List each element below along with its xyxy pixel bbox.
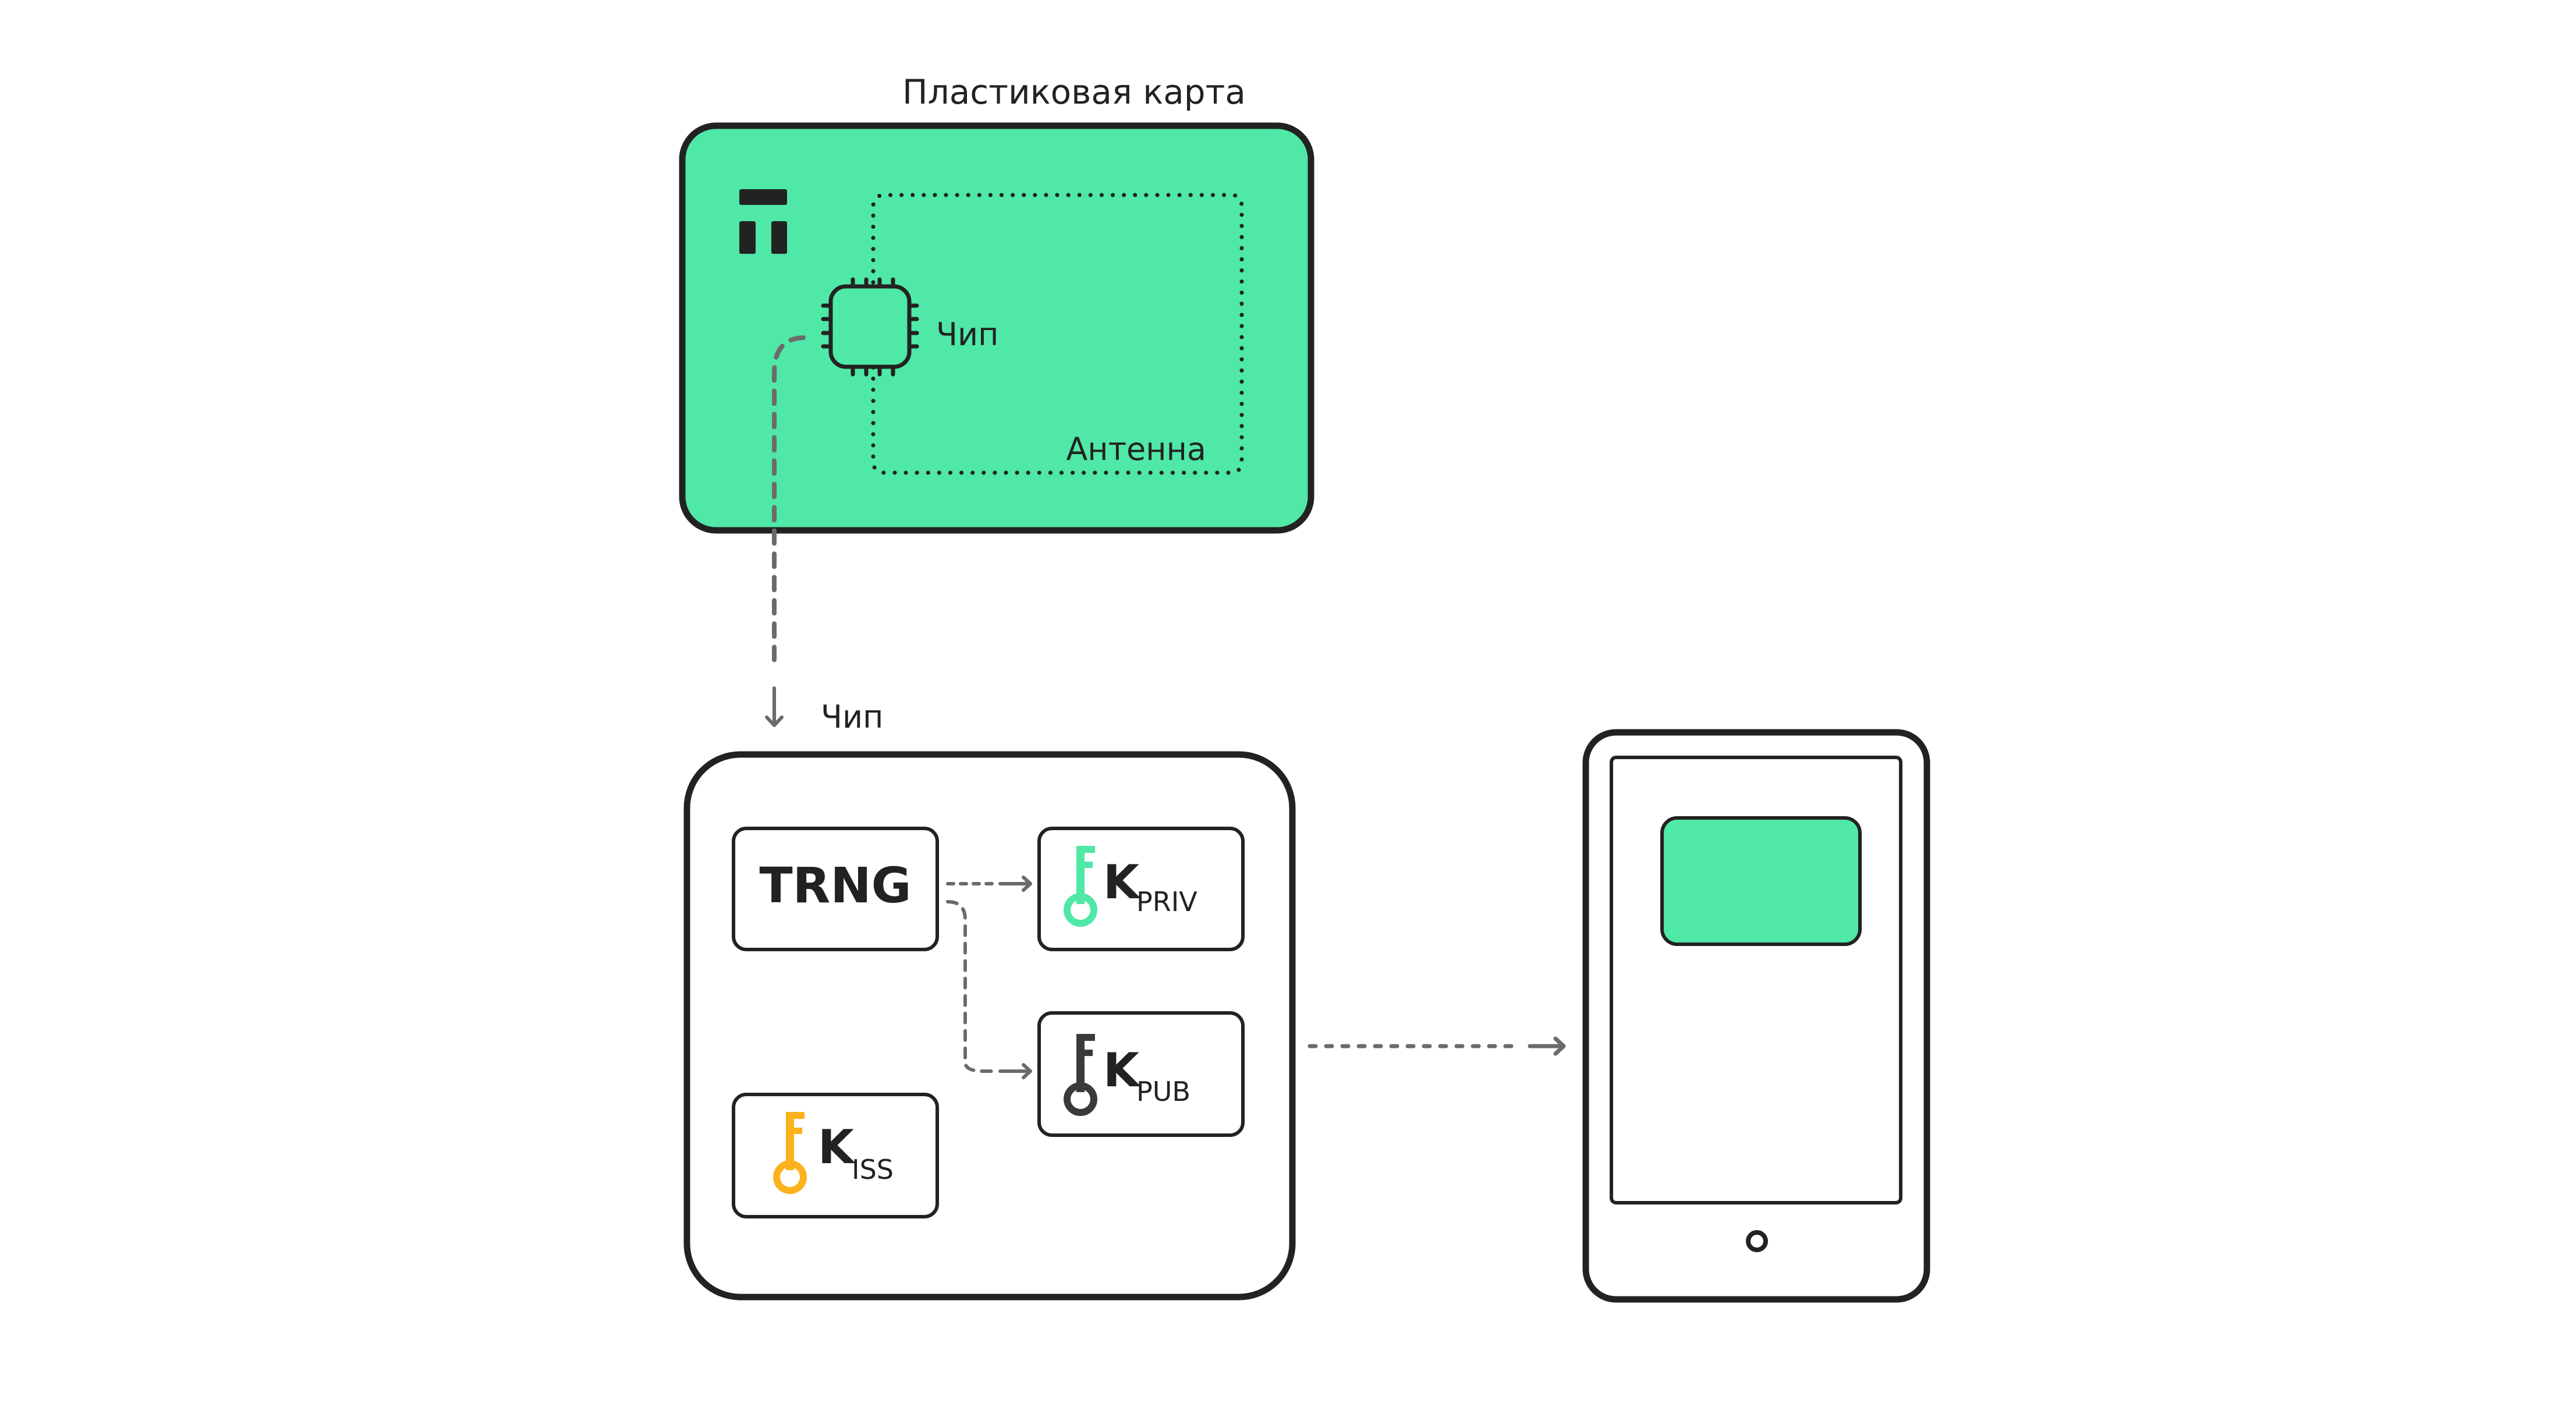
key-pub-block: K PUB [1037, 1011, 1245, 1137]
key-iss-subscript: ISS [852, 1154, 894, 1185]
trng-label: TRNG [759, 857, 911, 914]
tablet-device [1582, 729, 1930, 1303]
trng-to-kpub-arrow [946, 900, 1000, 1073]
card-on-screen [1660, 816, 1862, 946]
key-priv-subscript: PRIV [1136, 886, 1197, 917]
chip-zoom-connector [772, 335, 806, 672]
key-iss-block: K ISS [732, 1093, 939, 1218]
arrowhead-icon [1022, 1063, 1032, 1079]
key-icon [1064, 846, 1097, 927]
bank-logo-icon [739, 189, 787, 254]
antenna-label: Антенна [1066, 431, 1206, 467]
key-priv-block: K PRIV [1037, 827, 1245, 951]
trng-block: TRNG [732, 827, 939, 951]
chip-icon [821, 277, 919, 377]
key-pub-letter: K [1103, 1043, 1141, 1097]
arrowhead-icon [1022, 876, 1032, 892]
key-pub-subscript: PUB [1136, 1076, 1190, 1107]
card-body [679, 122, 1314, 534]
key-icon [1064, 1034, 1097, 1116]
key-priv-letter: K [1103, 855, 1141, 909]
chip-label: Чип [936, 316, 998, 353]
arrow-down-icon [765, 686, 784, 727]
key-iss-letter: K [818, 1120, 856, 1174]
chip-detail-title: Чип [821, 699, 883, 735]
card-title: Пластиковая карта [902, 72, 1246, 112]
plastic-card: Чип Антенна [679, 122, 1314, 534]
antenna-loop [871, 193, 1244, 475]
arrowhead-icon [1553, 1036, 1566, 1056]
chip-detail-box: TRNG K PRIV [683, 751, 1296, 1301]
key-icon [773, 1112, 807, 1194]
home-button-icon [1746, 1230, 1768, 1252]
